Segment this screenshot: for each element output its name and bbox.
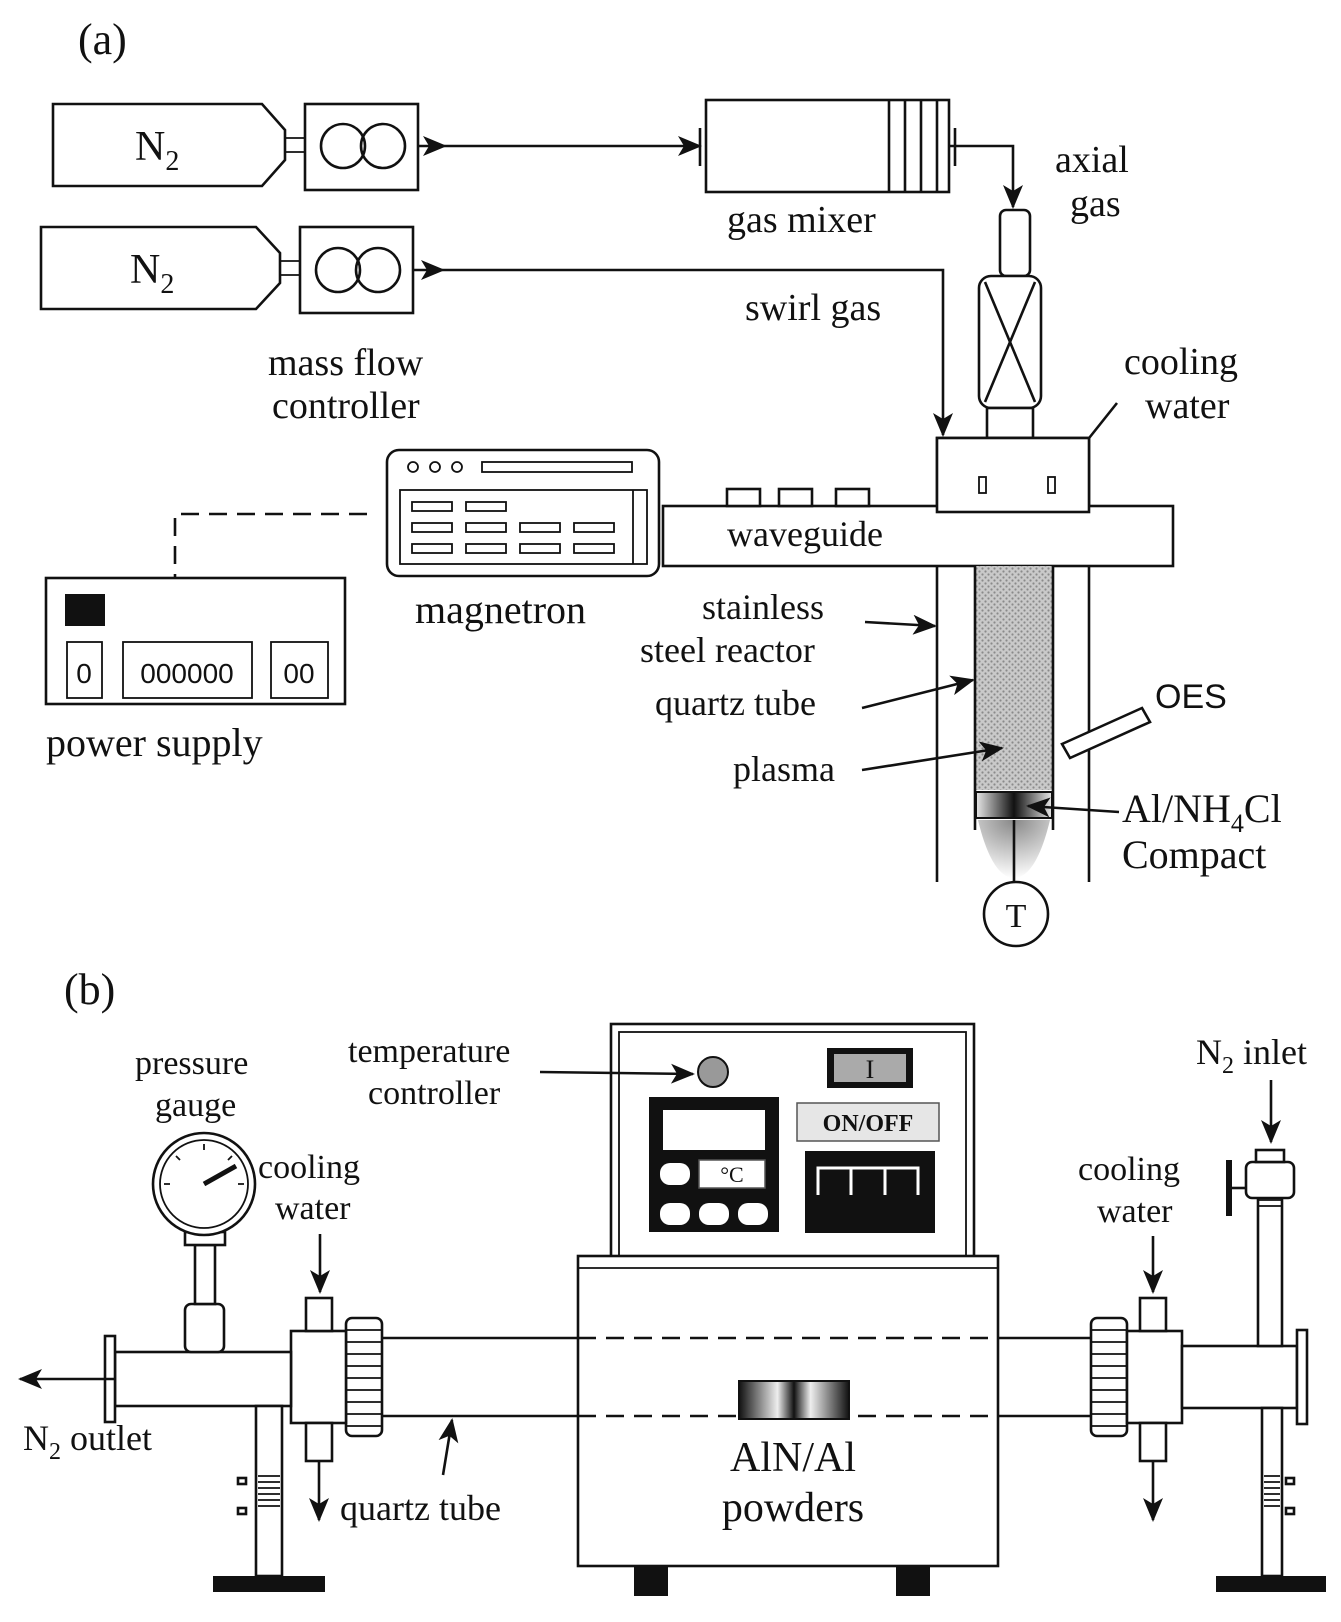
stainless-arrow bbox=[864, 614, 937, 635]
n2-cylinder-1: N2 bbox=[51, 102, 305, 188]
cooling-left-label-2: water bbox=[275, 1190, 351, 1227]
mfc-label-2: controller bbox=[272, 385, 420, 427]
gas-mixer-label: gas mixer bbox=[727, 199, 876, 241]
quartz-tube-b-arrow bbox=[438, 1418, 459, 1476]
mass-flow-controller-1 bbox=[303, 102, 420, 192]
magnetron bbox=[385, 448, 661, 578]
panel-b: (b) °C I ON/OFF temperature controller bbox=[18, 965, 1326, 1596]
plasma-torch bbox=[977, 208, 1043, 440]
power-cable bbox=[173, 512, 367, 578]
swirl-gas-line bbox=[443, 268, 953, 437]
powders-label-2: powders bbox=[722, 1485, 864, 1531]
left-end-assembly bbox=[103, 1131, 384, 1592]
magnetron-label: magnetron bbox=[415, 587, 586, 632]
quartz-tube-a-arrow bbox=[861, 675, 975, 710]
waveguide-label: waveguide bbox=[727, 514, 883, 554]
cylinder-1-label: N2 bbox=[135, 124, 179, 177]
axial-gas-label-2: gas bbox=[1070, 183, 1121, 225]
ps-display-right: 00 bbox=[283, 658, 314, 689]
ps-display-mid: 000000 bbox=[140, 658, 233, 689]
tube-furnace bbox=[576, 1254, 1000, 1596]
compact-label-1: Al/NH4Cl bbox=[1122, 786, 1282, 838]
quartz-tube-b-label: quartz tube bbox=[340, 1488, 501, 1528]
oes-label: OES bbox=[1155, 678, 1227, 716]
pressure-gauge-label-2: gauge bbox=[155, 1087, 236, 1124]
pressure-gauge-label-1: pressure bbox=[135, 1045, 248, 1082]
compact-label-2: Compact bbox=[1122, 832, 1266, 877]
panel-a: (a) N2 N2 bbox=[39, 15, 1282, 948]
temp-controller-arrow bbox=[539, 1063, 695, 1084]
stainless-steel-reactor bbox=[935, 566, 1091, 882]
n2-cylinder-2: N2 bbox=[39, 225, 300, 311]
mass-flow-controller-2 bbox=[298, 225, 415, 315]
cylinder-2-label: N2 bbox=[130, 247, 174, 300]
cooling-water-a-label-1: cooling bbox=[1124, 341, 1238, 383]
right-end-assembly bbox=[1089, 1148, 1326, 1592]
oes-probe bbox=[1060, 706, 1152, 760]
celsius-display: °C bbox=[720, 1162, 743, 1187]
power-supply: 0 000000 00 bbox=[44, 576, 347, 706]
temperature-controller: °C I ON/OFF bbox=[609, 1022, 976, 1272]
cooling-right-label-2: water bbox=[1097, 1193, 1173, 1230]
panel-a-label: (a) bbox=[78, 15, 127, 64]
axial-gas-label-1: axial bbox=[1055, 139, 1129, 181]
temp-controller-label-2: controller bbox=[368, 1075, 501, 1112]
axial-gas-line bbox=[949, 144, 1023, 209]
ps-display-left: 0 bbox=[76, 658, 92, 689]
swirl-gas-label: swirl gas bbox=[745, 287, 881, 329]
waveguide bbox=[661, 436, 1175, 568]
on-off-label: ON/OFF bbox=[823, 1111, 914, 1137]
powders-label-1: AlN/Al bbox=[730, 1435, 856, 1481]
cooling-left-label-1: cooling bbox=[258, 1149, 360, 1186]
quartz-tube-a bbox=[973, 566, 1055, 830]
cooling-water-a-label-2: water bbox=[1145, 385, 1230, 427]
plasma-label: plasma bbox=[733, 749, 835, 789]
cooling-right-label-1: cooling bbox=[1078, 1151, 1180, 1188]
n2-outlet-label: N2 outlet bbox=[23, 1418, 152, 1465]
quartz-tube-a-label: quartz tube bbox=[655, 683, 816, 723]
temp-controller-label-1: temperature bbox=[348, 1033, 510, 1070]
thermocouple-label: T bbox=[1006, 898, 1027, 935]
n2-inlet-label: N2 inlet bbox=[1196, 1032, 1307, 1079]
switch-symbol: I bbox=[866, 1055, 875, 1084]
panel-b-label: (b) bbox=[64, 965, 115, 1014]
gas-mixer bbox=[698, 98, 957, 194]
mfc-label-1: mass flow bbox=[268, 342, 424, 384]
plasma-arrow bbox=[861, 741, 1004, 772]
power-supply-label: power supply bbox=[46, 720, 263, 765]
thermocouple bbox=[982, 880, 1050, 948]
compact-arrow bbox=[1026, 797, 1120, 818]
stainless-label-2: steel reactor bbox=[640, 630, 815, 670]
sample-boat bbox=[738, 1380, 850, 1420]
stainless-label-1: stainless bbox=[702, 587, 824, 627]
